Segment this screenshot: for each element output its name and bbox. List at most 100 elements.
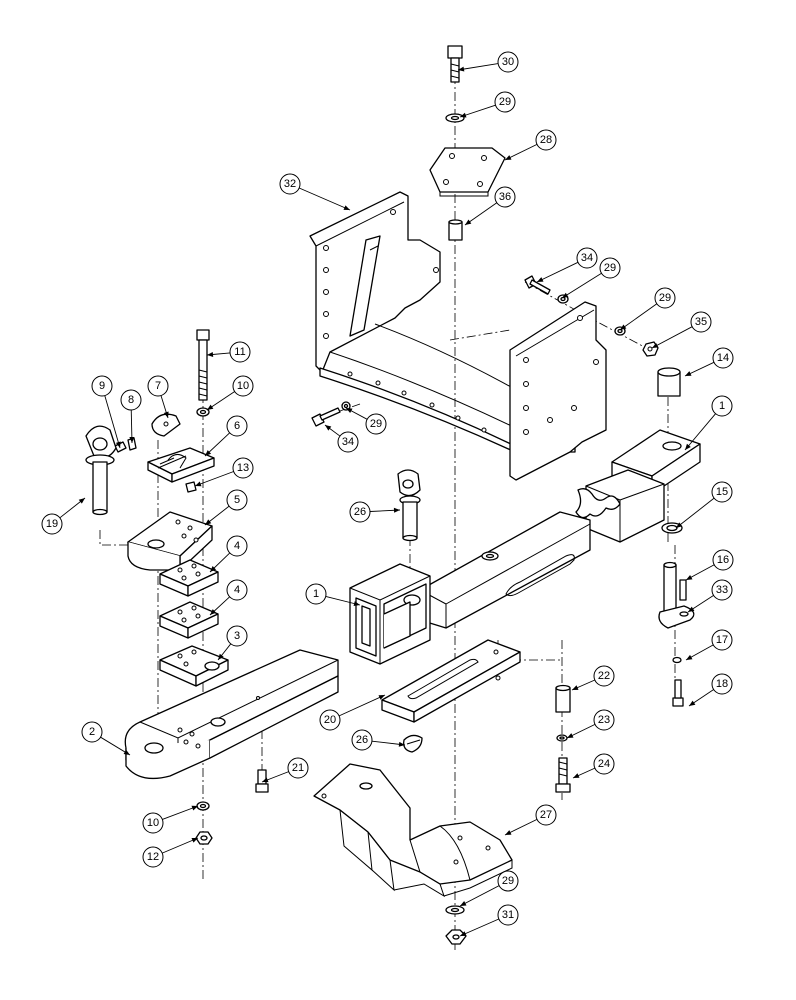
callout-number: 23 — [598, 714, 610, 726]
callout-bubble — [599, 257, 621, 279]
callout-number: 7 — [155, 380, 161, 392]
callout-9: 9 — [91, 375, 121, 449]
callout-number: 21 — [292, 762, 304, 774]
screw-13 — [185, 481, 197, 493]
callout-number: 10 — [147, 817, 159, 829]
callout-number: 22 — [598, 670, 610, 682]
leader-arrowhead — [191, 805, 198, 811]
callout-number: 3 — [234, 630, 240, 642]
callout-bubble — [535, 804, 557, 826]
callout-bubble — [287, 757, 309, 779]
callout-number: 13 — [237, 462, 249, 474]
bushing-14 — [657, 367, 681, 397]
leader-arrowhead — [620, 324, 627, 330]
leader-arrowhead — [652, 342, 659, 348]
callout-18: 18 — [688, 673, 733, 707]
leader-arrowhead — [378, 695, 385, 700]
callout-number: 30 — [502, 56, 514, 68]
drawbar-1-upper — [419, 429, 701, 629]
callout-number: 32 — [284, 178, 296, 190]
callout-29: 29 — [459, 870, 519, 907]
leader-arrowhead — [458, 66, 465, 72]
callout-bubble — [41, 513, 63, 535]
callout-number: 19 — [46, 518, 58, 530]
leader-arrowhead — [129, 436, 135, 443]
leader-line — [194, 471, 234, 487]
leader-line — [338, 694, 386, 717]
washer-10-top — [196, 407, 210, 417]
callout-number: 5 — [234, 494, 240, 506]
callout-number: 29 — [604, 262, 616, 274]
bracket-27 — [313, 763, 513, 898]
callout-number: 12 — [147, 851, 159, 863]
frame-32 — [309, 191, 607, 481]
leader-arrowhead — [218, 653, 224, 660]
callout-number: 29 — [499, 96, 511, 108]
callout-bubble — [497, 51, 519, 73]
callout-bubble — [351, 729, 373, 751]
callout-bubble — [305, 583, 327, 605]
washer-17 — [672, 656, 682, 664]
callout-number: 29 — [370, 418, 382, 430]
callout-3: 3 — [217, 625, 248, 661]
callout-number: 1 — [313, 588, 319, 600]
callout-number: 24 — [598, 758, 610, 770]
callout-bubble — [226, 625, 248, 647]
leader-arrowhead — [210, 609, 217, 615]
callout-number: 4 — [234, 540, 240, 552]
leader-arrowhead — [207, 404, 214, 410]
callout-12: 12 — [142, 837, 199, 868]
leader-arrowhead — [191, 838, 198, 843]
drawbar-2 — [124, 649, 339, 780]
callout-bubble — [91, 375, 113, 397]
leader-arrowhead — [460, 931, 467, 936]
callout-bubble — [712, 347, 734, 369]
leader-arrowhead — [393, 507, 400, 513]
bolt-11 — [196, 329, 210, 401]
callout-29: 29 — [345, 407, 387, 435]
leader-line — [536, 261, 579, 283]
callout-bubble — [365, 413, 387, 435]
callout-bubble — [232, 457, 254, 479]
callout-number: 14 — [717, 352, 729, 364]
callout-bubble — [593, 665, 615, 687]
callout-number: 6 — [234, 420, 240, 432]
leader-line — [298, 187, 351, 211]
nut-31 — [445, 929, 467, 945]
callout-bubble — [349, 501, 371, 523]
callout-26: 26 — [349, 501, 401, 523]
callout-number: 28 — [540, 134, 552, 146]
leader-arrowhead — [465, 219, 472, 225]
callout-number: 17 — [716, 634, 728, 646]
callout-4: 4 — [209, 535, 248, 573]
leader-line — [651, 326, 693, 349]
latch-7 — [151, 413, 181, 437]
callout-number: 20 — [324, 714, 336, 726]
plate-4-a — [159, 559, 219, 597]
leader-line — [459, 104, 496, 118]
callout-number: 36 — [499, 191, 511, 203]
callout-4: 4 — [209, 579, 248, 616]
leader-arrowhead — [325, 425, 332, 431]
bolt-21 — [255, 769, 269, 793]
callout-29: 29 — [619, 287, 676, 331]
leader-line — [561, 272, 602, 299]
callout-bubble — [120, 389, 142, 411]
callout-number: 27 — [540, 809, 552, 821]
callout-number: 26 — [356, 734, 368, 746]
leader-arrowhead — [163, 411, 169, 418]
callout-13: 13 — [194, 457, 254, 487]
leader-arrowhead — [353, 601, 360, 606]
leader-line — [104, 395, 121, 449]
callout-bubble — [337, 431, 359, 453]
callout-bubble — [226, 489, 248, 511]
callout-bubble — [229, 341, 251, 363]
callout-number: 31 — [502, 909, 514, 921]
plate-3 — [159, 645, 229, 687]
spacer-22 — [555, 684, 571, 713]
callout-number: 4 — [234, 584, 240, 596]
callout-number: 18 — [716, 678, 728, 690]
callout-number: 29 — [659, 292, 671, 304]
